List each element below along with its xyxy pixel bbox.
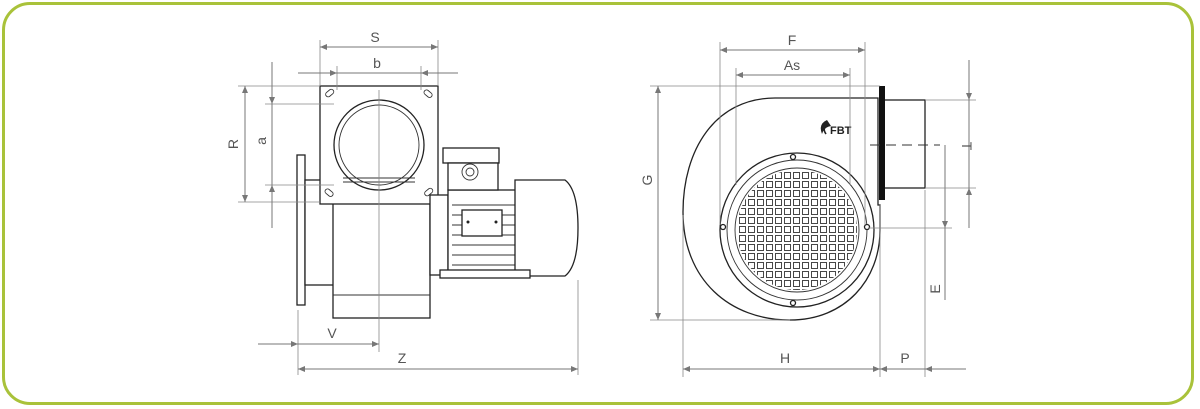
dimension-label-r: R	[225, 139, 241, 149]
mounting-slots	[324, 88, 434, 197]
outlet-flange	[879, 86, 885, 200]
dimension-label-s: S	[370, 29, 379, 45]
dimension-label-p: P	[900, 350, 909, 366]
dimension-label-g: G	[639, 175, 655, 186]
dimension-label-as: As	[784, 57, 800, 73]
inlet-grille	[737, 170, 857, 290]
inlet-flange	[296, 154, 306, 306]
brand-logo: FBT	[820, 120, 852, 137]
bolt-holes	[719, 153, 871, 307]
front-view: FBT F As G H P E	[639, 32, 976, 377]
housing-body	[332, 199, 431, 319]
diagram-frame	[2, 2, 1194, 405]
motor-fan-cover	[514, 179, 579, 277]
motor	[429, 147, 579, 279]
dimension-label-b: b	[373, 55, 381, 71]
outlet-duct	[879, 99, 926, 189]
brand-logo-text: FBT	[830, 125, 852, 137]
dimension-label-h: H	[780, 350, 790, 366]
dimension-label-v: V	[327, 325, 337, 341]
terminal-box-lid	[442, 147, 500, 164]
dimension-label-z: Z	[398, 350, 407, 366]
dimension-label-e: E	[927, 284, 943, 293]
side-view: S b R a V Z	[225, 29, 579, 375]
terminal-box	[447, 162, 499, 191]
dimension-label-t: T	[959, 142, 975, 151]
dimension-label-f: F	[788, 32, 797, 48]
dimension-label-a: a	[253, 137, 269, 145]
